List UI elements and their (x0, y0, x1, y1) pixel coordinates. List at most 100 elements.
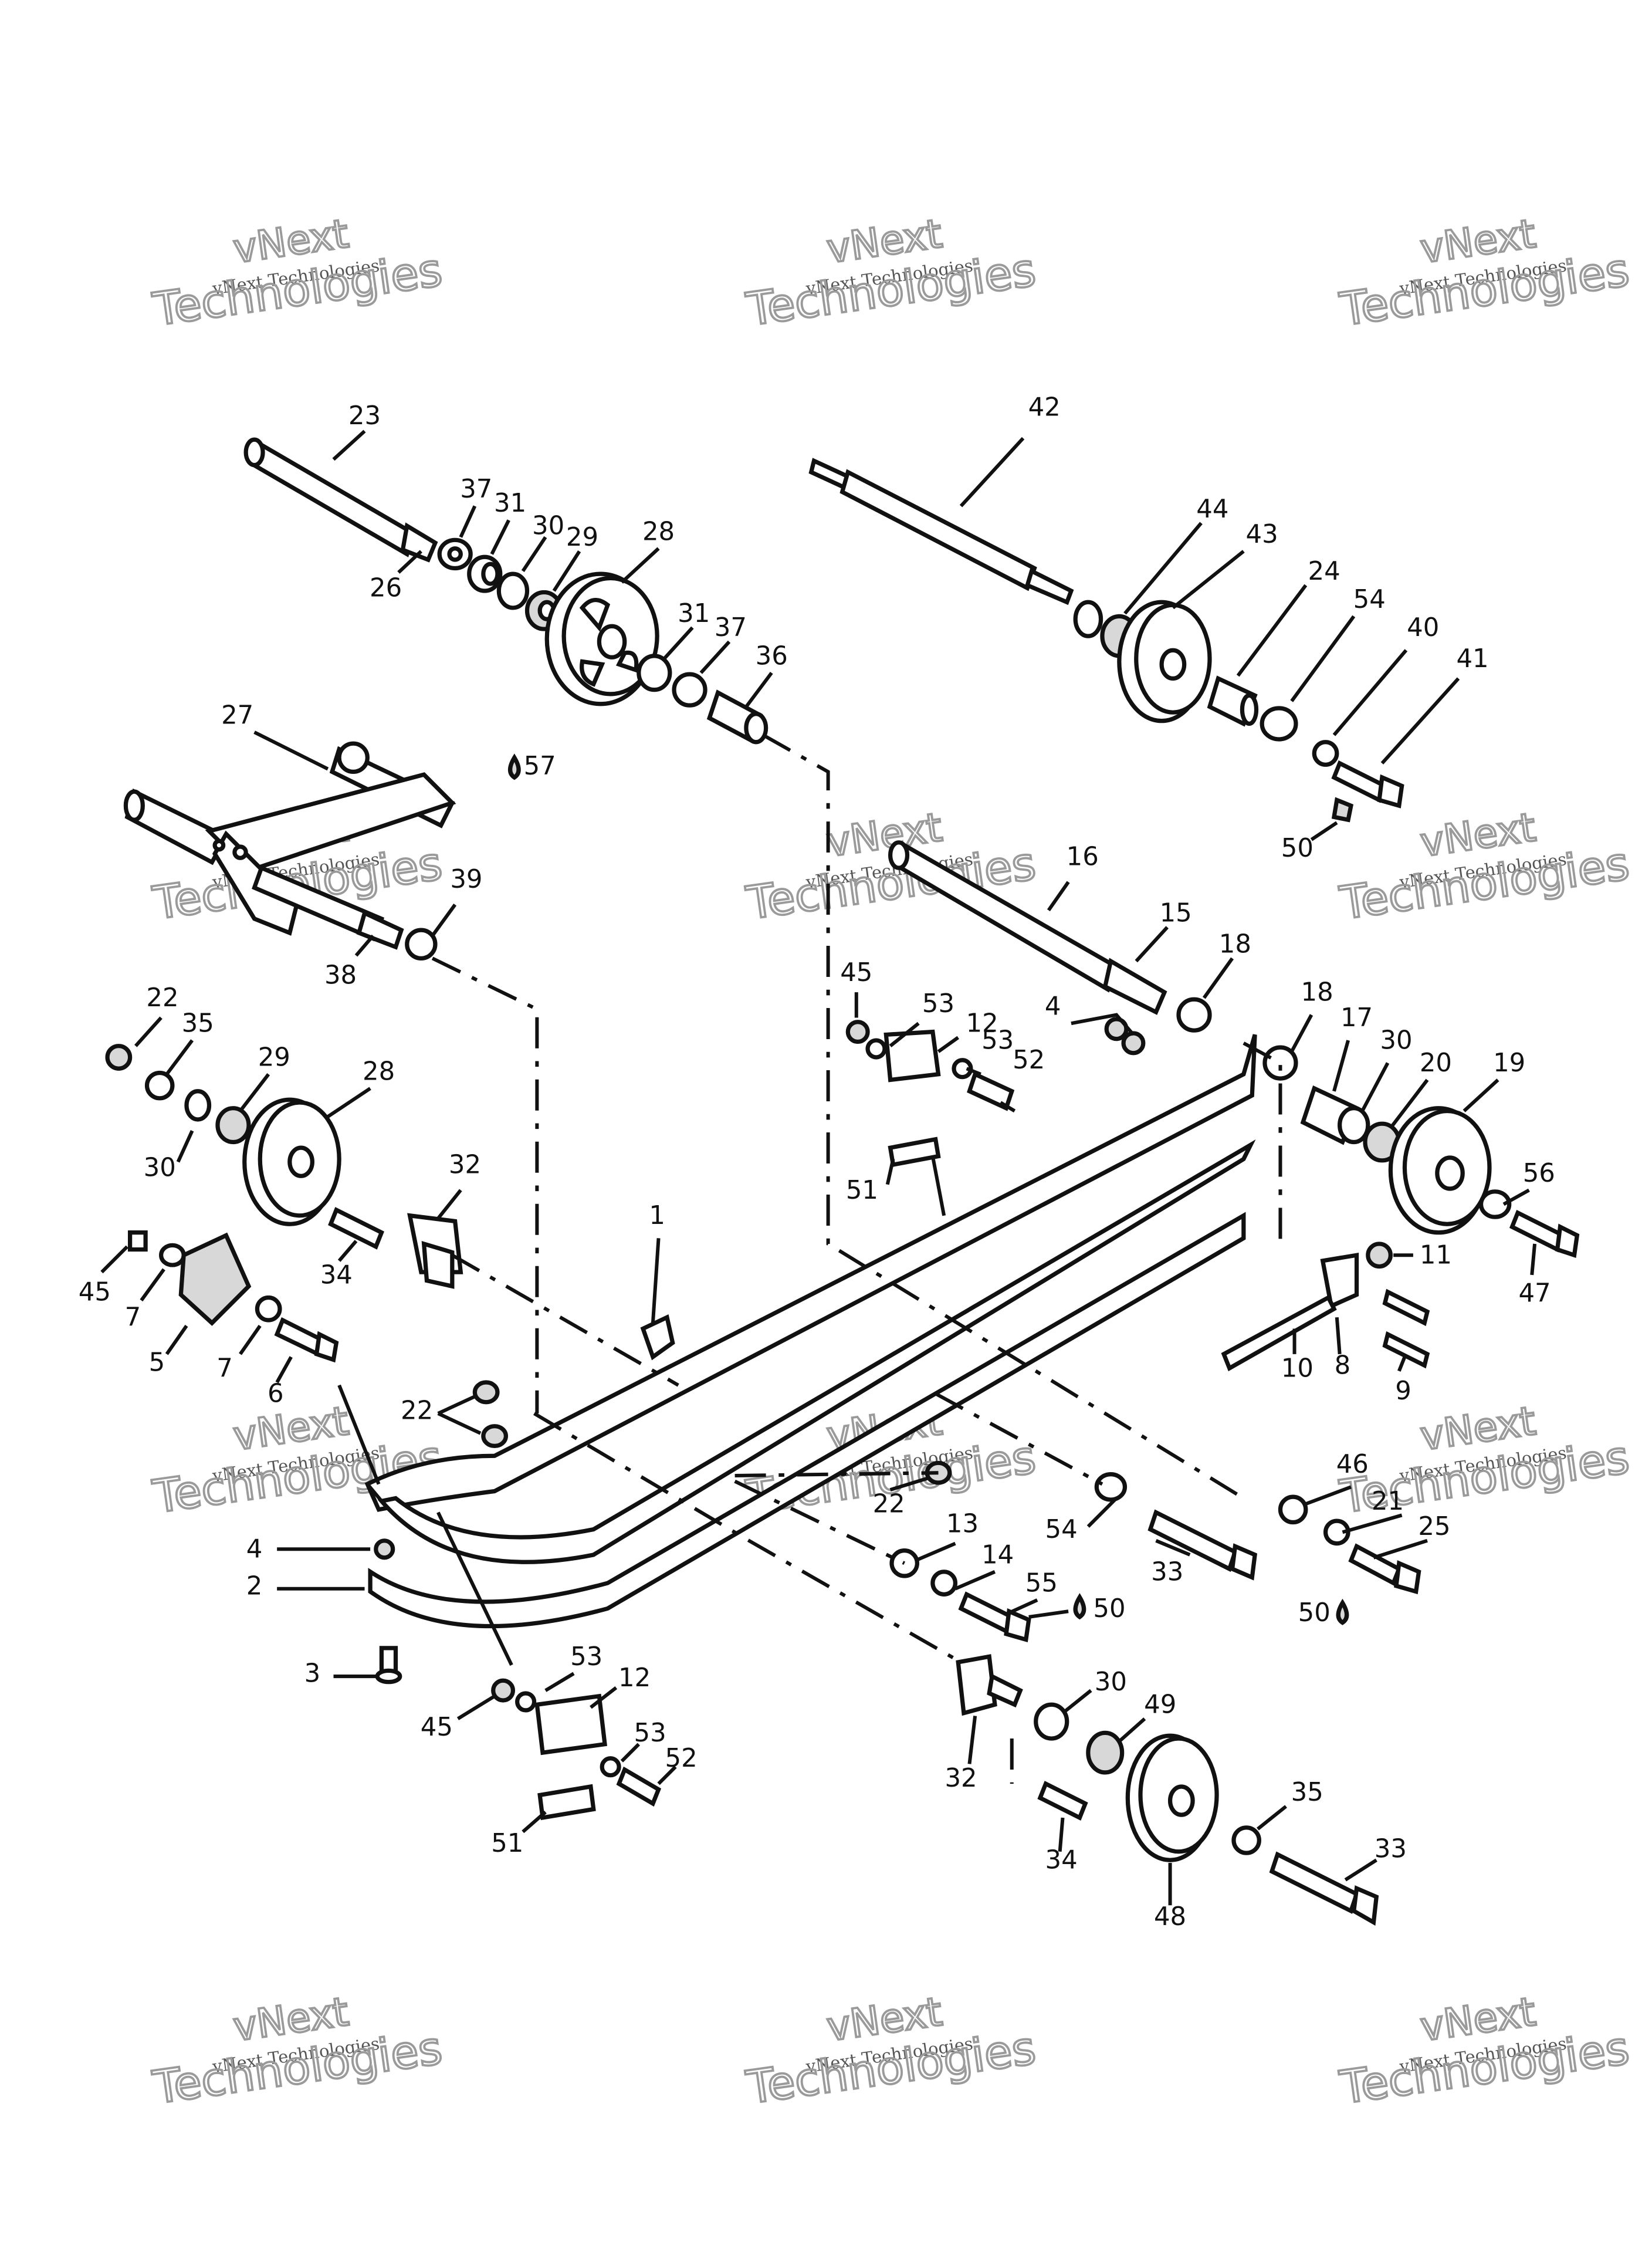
callout-44: 44 (1196, 495, 1228, 524)
bracket-32-lower (956, 1654, 1023, 1716)
oil-drop-icon (1336, 1598, 1349, 1625)
washer-54-mid (1094, 1472, 1128, 1502)
bracket-32-upper (407, 1213, 463, 1289)
callout-56: 56 (1523, 1159, 1555, 1188)
callout-12: 12 (966, 1009, 998, 1039)
washer-56 (1478, 1189, 1512, 1219)
spacer-31-b (637, 654, 672, 692)
cross-shaft-27 (123, 741, 456, 950)
washer-35-lower (1231, 1825, 1261, 1855)
callout-22: 22 (401, 1396, 433, 1426)
callout-12: 12 (618, 1663, 651, 1693)
slider-block-12-upper (845, 1020, 1015, 1168)
callout-28: 28 (642, 517, 675, 546)
callout-51: 51 (491, 1829, 523, 1858)
callout-19: 19 (1493, 1048, 1525, 1078)
leader-lines (100, 429, 1537, 1906)
callout-53: 53 (981, 1026, 1014, 1056)
callout-30: 30 (532, 512, 564, 541)
wheel-19 (1388, 1106, 1492, 1235)
callout-15: 15 (1160, 899, 1192, 928)
washer-39 (405, 928, 438, 960)
callout-25: 25 (1418, 1512, 1450, 1541)
bearing-49 (1086, 1730, 1125, 1775)
circlip-44 (1073, 600, 1103, 638)
callout-30: 30 (144, 1153, 176, 1182)
callout-50: 50 (1093, 1594, 1125, 1623)
ring-30 (496, 571, 530, 610)
callout-53: 53 (922, 989, 954, 1019)
bolt-55 (958, 1591, 1031, 1643)
callout-37: 37 (715, 613, 747, 642)
callout-7: 7 (216, 1354, 233, 1383)
callout-32: 32 (945, 1764, 977, 1793)
assembly-lines (337, 733, 1282, 1784)
bearing-29-left (215, 1106, 251, 1145)
callout-3: 3 (304, 1659, 321, 1689)
bushing-36 (706, 689, 769, 745)
wheel-28-left (242, 1097, 341, 1226)
callout-37: 37 (460, 475, 492, 504)
callout-43: 43 (1246, 520, 1278, 549)
bolt-47 (1509, 1209, 1580, 1259)
callout-54: 54 (1353, 585, 1386, 614)
callout-55: 55 (1025, 1569, 1058, 1598)
callout-54: 54 (1045, 1515, 1077, 1544)
callout-10: 10 (1281, 1354, 1314, 1383)
callout-26: 26 (370, 574, 402, 603)
bolt-33-lower (1269, 1851, 1379, 1926)
callout-48: 48 (1154, 1902, 1186, 1932)
callout-45: 45 (421, 1713, 453, 1742)
washer-37 (437, 537, 473, 571)
callout-14: 14 (981, 1540, 1014, 1570)
callout-50: 50 (1281, 834, 1314, 863)
washer-18-b (1262, 1045, 1298, 1081)
callout-30: 30 (1380, 1026, 1412, 1056)
washer-37-b (672, 672, 707, 708)
spacer-31 (467, 554, 503, 593)
wheel-48 (1125, 1733, 1219, 1862)
nut-22 (105, 1044, 133, 1071)
callout-21: 21 (1372, 1487, 1404, 1516)
bolt-25 (1348, 1543, 1421, 1595)
callout-9: 9 (1395, 1376, 1411, 1406)
callout-40: 40 (1407, 613, 1439, 642)
callout-33: 33 (1375, 1834, 1407, 1863)
callout-5: 5 (149, 1348, 165, 1378)
callout-46: 46 (1336, 1450, 1369, 1479)
callout-35: 35 (1291, 1778, 1323, 1807)
callout-4: 4 (1045, 992, 1061, 1022)
slider-shoe-5 (128, 1230, 339, 1363)
callout-31: 31 (494, 489, 526, 518)
callout-28: 28 (363, 1057, 395, 1087)
callout-13: 13 (946, 1509, 979, 1538)
callout-7: 7 (125, 1303, 141, 1332)
callout-49: 49 (1144, 1690, 1176, 1720)
callout-41: 41 (1456, 644, 1488, 674)
callout-52: 52 (1013, 1046, 1045, 1075)
bolt-34-lower (1037, 1781, 1088, 1821)
oil-drop-icon (508, 753, 521, 780)
callout-33: 33 (1151, 1557, 1183, 1587)
slider-block-12-lower (491, 1678, 662, 1821)
callout-27: 27 (221, 701, 253, 730)
washer-40 (1312, 740, 1339, 767)
axle-42 (808, 458, 1074, 606)
ring-30-lower (1034, 1702, 1069, 1741)
callout-32: 32 (449, 1150, 481, 1179)
callout-1: 1 (649, 1201, 665, 1230)
callout-11: 11 (1420, 1241, 1452, 1270)
bolt-33-mid (1147, 1509, 1258, 1581)
callout-39: 39 (450, 865, 482, 894)
callout-6: 6 (268, 1379, 284, 1409)
callout-57: 57 (524, 752, 556, 781)
callout-53: 53 (634, 1719, 666, 1748)
callout-17: 17 (1340, 1003, 1373, 1033)
